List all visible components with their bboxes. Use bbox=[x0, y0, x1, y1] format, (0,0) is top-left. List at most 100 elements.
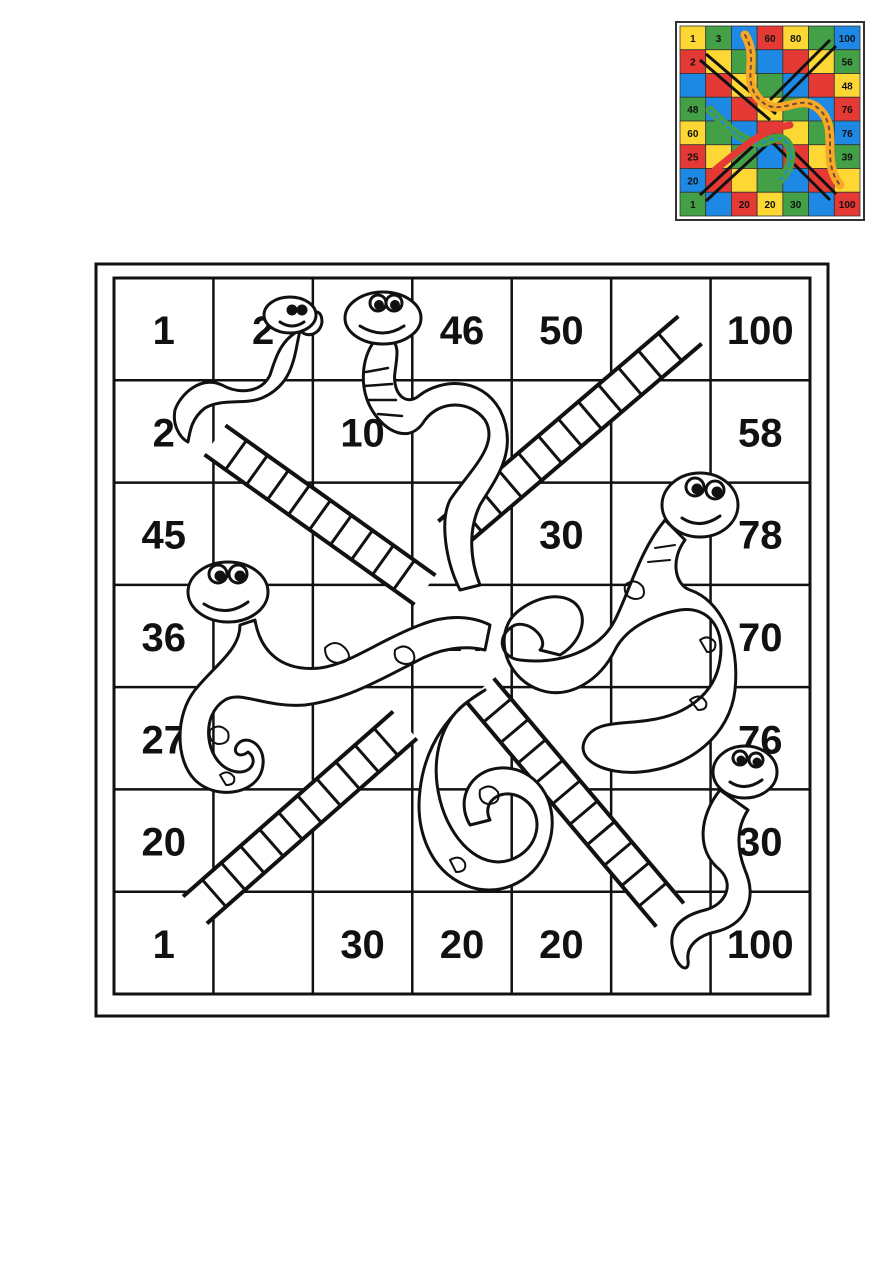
board-cell-number: 58 bbox=[738, 411, 783, 455]
snake-bottom-right bbox=[670, 744, 779, 970]
ladder-rung bbox=[266, 469, 290, 501]
ladder-rung bbox=[482, 697, 512, 724]
ladder-rung bbox=[308, 499, 332, 531]
ladder-rung bbox=[657, 332, 683, 362]
thumb-cell-number: 39 bbox=[842, 153, 854, 164]
ladder-rung bbox=[329, 514, 353, 546]
thumb-cell-number: 100 bbox=[839, 34, 856, 45]
thumb-cell bbox=[808, 191, 835, 217]
ladder-rung bbox=[537, 434, 563, 465]
board-cell-number: 2 bbox=[153, 411, 175, 455]
board-cell-number: 30 bbox=[340, 923, 385, 967]
snake-top-center bbox=[343, 290, 509, 592]
ladders bbox=[181, 314, 703, 928]
thumb-cell-number: 76 bbox=[842, 105, 854, 116]
ladder-rung bbox=[620, 861, 651, 887]
ladder-rung bbox=[245, 454, 269, 486]
board-cell-number: 20 bbox=[440, 923, 485, 967]
thumb-cell-number: 3 bbox=[716, 34, 722, 45]
board-cell-number: 36 bbox=[141, 616, 186, 660]
thumb-cell bbox=[679, 73, 707, 98]
ladder-bottom-left bbox=[181, 709, 419, 926]
board-cell-number: 45 bbox=[141, 514, 186, 558]
snake-right bbox=[500, 471, 740, 774]
thumb-cell-number: 60 bbox=[764, 34, 776, 45]
ladder-rung bbox=[557, 417, 583, 448]
board-numbers: 1246501002105845307836147027762030130202… bbox=[141, 309, 793, 967]
ladder-rung bbox=[617, 366, 643, 396]
ladder-rung bbox=[499, 718, 530, 744]
ladder-rung bbox=[287, 484, 311, 516]
ladder-rung bbox=[597, 383, 623, 413]
ladder-rung bbox=[224, 439, 248, 471]
ladder-rail bbox=[492, 677, 686, 905]
board-cell-number: 20 bbox=[539, 923, 584, 967]
snake-top-left bbox=[172, 295, 324, 444]
thumb-snakes bbox=[705, 30, 845, 190]
thumb-ladders bbox=[698, 38, 838, 203]
thumb-cell-number: 1 bbox=[690, 200, 696, 211]
ladder-rung bbox=[315, 777, 342, 807]
thumb-cell bbox=[782, 49, 809, 74]
thumb-cell-number: 100 bbox=[839, 200, 856, 211]
board-outer-frame bbox=[94, 262, 830, 1018]
ladder-rung bbox=[296, 794, 323, 824]
ladder-rung bbox=[334, 760, 361, 790]
thumb-cell-number: 2 bbox=[690, 58, 696, 69]
thumb-cell-number: 48 bbox=[687, 105, 699, 116]
thumb-cell-number: 48 bbox=[842, 81, 854, 92]
thumb-cell-number: 56 bbox=[842, 58, 854, 69]
ladder-rung bbox=[220, 861, 247, 891]
snake-center-loop bbox=[417, 688, 554, 892]
thumb-cell bbox=[731, 96, 758, 122]
ladder-rail bbox=[181, 709, 395, 898]
thumb-cell-number: 1 bbox=[690, 34, 696, 45]
ladder-rung bbox=[568, 799, 599, 826]
ladder-rung bbox=[517, 738, 547, 765]
board-cell-number: 1 bbox=[153, 309, 175, 353]
thumb-cell-number: 60 bbox=[687, 129, 699, 140]
thumb-cell bbox=[756, 49, 784, 74]
thumb-cell-number: 30 bbox=[790, 200, 802, 211]
thumb-cell bbox=[833, 191, 861, 217]
board-cell-number: 30 bbox=[539, 514, 584, 558]
board-cell-number: 78 bbox=[738, 514, 783, 558]
board-cell-number: 1 bbox=[153, 923, 175, 967]
thumb-cell bbox=[808, 73, 835, 98]
board-cell-number: 46 bbox=[440, 309, 485, 353]
thumb-cell-number: 20 bbox=[764, 200, 776, 211]
ladder-rung bbox=[350, 529, 374, 561]
thumb-cell-number: 76 bbox=[842, 129, 854, 140]
snakes bbox=[172, 290, 779, 970]
thumb-cell-number: 20 bbox=[687, 176, 699, 187]
ladder-rung bbox=[392, 559, 416, 591]
snake-left bbox=[178, 560, 492, 794]
ladder-rung bbox=[534, 759, 564, 785]
ladder-rung bbox=[277, 811, 304, 841]
ladder-rung bbox=[551, 779, 582, 806]
board-cell-number: 30 bbox=[738, 821, 783, 865]
ladder-rung bbox=[201, 878, 228, 908]
ladder-rung bbox=[239, 845, 266, 875]
ladder-rung bbox=[586, 820, 616, 846]
ladder-bottom-right bbox=[464, 677, 686, 928]
board-cell-number: 27 bbox=[141, 718, 186, 762]
ladder-rail bbox=[464, 700, 658, 928]
board-cell-number: 100 bbox=[727, 923, 794, 967]
ladder-rung bbox=[258, 828, 285, 858]
ladder-rail bbox=[205, 737, 419, 926]
thumb-cell-number: 25 bbox=[687, 153, 699, 164]
thumb-cell bbox=[808, 25, 835, 51]
board-cell-number: 70 bbox=[738, 616, 783, 660]
ladder-rung bbox=[577, 400, 603, 431]
ladder-rung bbox=[638, 881, 668, 908]
ladder-rung bbox=[353, 744, 380, 774]
ladder-rung bbox=[603, 840, 633, 867]
ladder-rung bbox=[371, 544, 395, 576]
ladder-rung bbox=[517, 452, 543, 482]
ladder-rung bbox=[637, 349, 663, 379]
thumb-cell-number: 20 bbox=[739, 200, 751, 211]
ladder-rung bbox=[372, 727, 399, 757]
